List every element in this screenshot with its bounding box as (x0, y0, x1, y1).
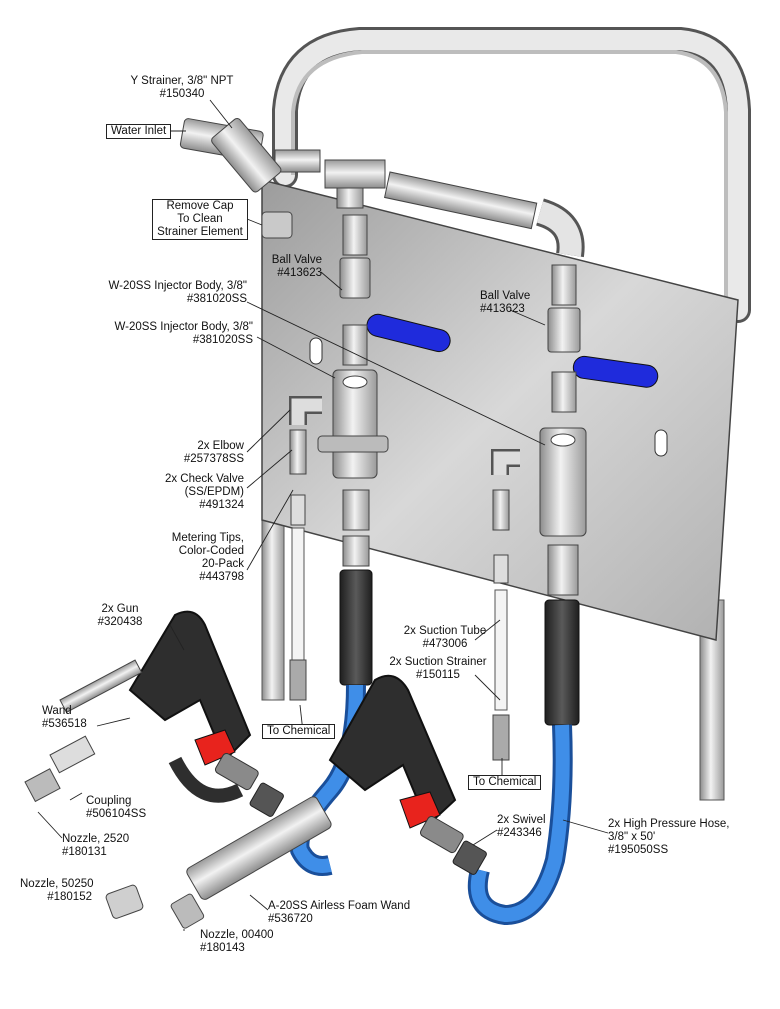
suction-strainer-part-number: #150115 (416, 669, 460, 681)
metering-tips-name: Metering Tips, (171, 532, 244, 544)
nozzle-2520-label: Nozzle, 2520 #180131 (62, 833, 129, 859)
nozzle-50250-part-number: #180152 (47, 891, 92, 903)
foam-wand-part-number: #536720 (268, 913, 313, 925)
suction-tube-part-number: #473006 (422, 638, 468, 650)
check-valve-part-number: #491324 (199, 499, 244, 511)
swivel-label: 2x Swivel #243346 (497, 814, 546, 840)
swivel-part-number: #243346 (497, 827, 542, 839)
right-column (539, 264, 659, 726)
hose-size: 3/8" x 50' (608, 831, 656, 843)
nozzle-50250-name: Nozzle, 50250 (20, 878, 94, 890)
remove-cap-line-2: To Clean (177, 213, 223, 225)
elbow-label: 2x Elbow #257378SS (160, 440, 244, 466)
foam-wand-name: A-20SS Airless Foam Wand (268, 900, 411, 912)
remove-cap-note: Remove Cap To Clean Strainer Element (152, 199, 248, 240)
suction-strainer-name: 2x Suction Strainer (389, 656, 487, 668)
foam-wand (170, 796, 332, 929)
spray-gun-2 (328, 674, 487, 875)
gun-part-number: #320438 (97, 616, 143, 628)
left-column (317, 214, 451, 686)
loose-nozzles (105, 884, 144, 919)
metering-tips-pack: 20-Pack (201, 558, 244, 570)
elbow-name: 2x Elbow (197, 440, 244, 452)
injector-body-1-name: W-20SS Injector Body, 3/8" (108, 280, 247, 292)
coupling-part-number: #506104SS (86, 808, 147, 820)
ball-valve-right-part-number: #413623 (480, 303, 525, 315)
water-inlet-label: Water Inlet (106, 124, 172, 139)
coupling-name: Coupling (86, 795, 132, 807)
cart-frame (261, 27, 751, 801)
nozzle-2520-part-number: #180131 (62, 846, 107, 858)
hose-label: 2x High Pressure Hose, 3/8" x 50' #19505… (608, 818, 729, 857)
ball-valve-left-part-number: #413623 (277, 267, 322, 279)
y-strainer (179, 117, 293, 239)
suction-strainer-label: 2x Suction Strainer #150115 (383, 656, 493, 682)
ball-valve-right-label: Ball Valve #413623 (480, 290, 530, 316)
mounting-panel (261, 179, 739, 641)
gun-label: 2x Gun #320438 (80, 603, 160, 629)
injector-body-1-label: W-20SS Injector Body, 3/8" #381020SS (95, 280, 247, 306)
elbow-part-number: #257378SS (183, 453, 244, 465)
leader-lines (37, 99, 609, 931)
inlet-plumbing (274, 149, 585, 258)
nozzle-00400-name: Nozzle, 00400 (200, 929, 274, 941)
nozzle-50250-label: Nozzle, 50250 #180152 (20, 878, 94, 904)
y-strainer-part-number: #150340 (159, 88, 205, 100)
spray-gun-1 (128, 610, 284, 817)
swivel-name: 2x Swivel (497, 814, 546, 826)
nozzle-2520-name: Nozzle, 2520 (62, 833, 130, 845)
injector-body-2-name: W-20SS Injector Body, 3/8" (114, 321, 253, 333)
y-strainer-name: Y Strainer, 3/8" NPT (130, 75, 234, 87)
injector-body-1-part-number: #381020SS (186, 293, 247, 305)
hose-part-number: #195050SS (608, 844, 669, 856)
suction-tube-label: 2x Suction Tube #473006 (400, 625, 490, 651)
remove-cap-line-3: Strainer Element (157, 226, 243, 238)
coupling-label: Coupling #506104SS (86, 795, 146, 821)
nozzle-00400-label: Nozzle, 00400 #180143 (200, 929, 274, 955)
injector-body-2-part-number: #381020SS (192, 334, 253, 346)
wand-name: Wand (42, 705, 72, 717)
metering-tips-color-coded: Color-Coded (178, 545, 244, 557)
wand-part-number: #536518 (42, 718, 87, 730)
foam-wand-label: A-20SS Airless Foam Wand #536720 (268, 900, 410, 926)
metering-tips-part-number: #443798 (199, 571, 244, 583)
chemical-pickups (289, 396, 520, 761)
to-chemical-right-label: To Chemical (468, 775, 542, 790)
check-valve-name: 2x Check Valve (164, 473, 244, 485)
remove-cap-line-1: Remove Cap (166, 200, 234, 212)
ball-valve-left-name: Ball Valve (271, 254, 322, 266)
to-chemical-left-label: To Chemical (262, 724, 336, 739)
wand-1 (24, 659, 143, 803)
injector-body-2-label: W-20SS Injector Body, 3/8" #381020SS (95, 321, 253, 347)
wand-label: Wand #536518 (42, 705, 87, 731)
hose-name: 2x High Pressure Hose, (608, 818, 730, 830)
check-valve-label: 2x Check Valve (SS/EPDM) #491324 (150, 473, 244, 512)
gun-name: 2x Gun (101, 603, 139, 615)
check-valve-material: (SS/EPDM) (184, 486, 244, 498)
y-strainer-label: Y Strainer, 3/8" NPT #150340 (112, 75, 252, 101)
ball-valve-left-label: Ball Valve #413623 (240, 254, 322, 280)
nozzle-00400-part-number: #180143 (200, 942, 245, 954)
ball-valve-right-name: Ball Valve (480, 290, 531, 302)
suction-tube-name: 2x Suction Tube (403, 625, 487, 637)
metering-tips-label: Metering Tips, Color-Coded 20-Pack #4437… (150, 532, 244, 584)
